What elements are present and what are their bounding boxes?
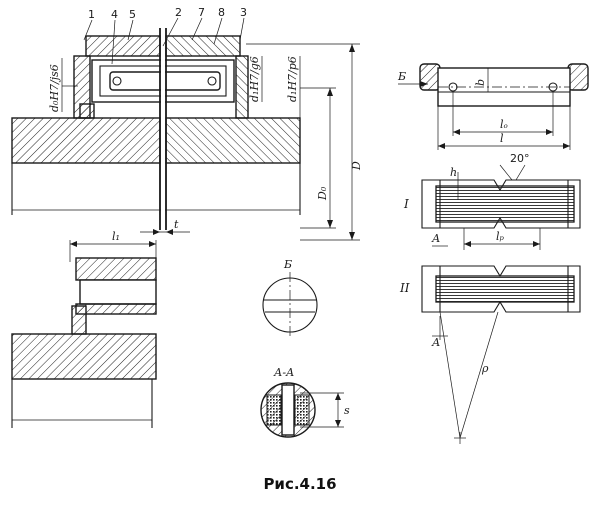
dim-l1: l₁ <box>112 230 120 243</box>
dim-b: b <box>474 79 487 86</box>
variant-1-label: I <box>403 197 409 211</box>
dim-s: s <box>344 404 350 417</box>
section-aa-title: А-А <box>273 366 294 379</box>
dim-D0: D₀ <box>316 186 329 201</box>
variant-2-label: II <box>399 281 410 295</box>
left-bushing <box>79 103 95 119</box>
fit-label-left: d₀H7/js6 <box>48 64 61 112</box>
section-aa <box>260 382 344 438</box>
dim-l0: lₒ <box>500 118 508 131</box>
part-number-8: 8 <box>218 6 225 19</box>
variant-2 <box>421 265 581 444</box>
hub-shoulder <box>71 305 87 335</box>
hub-rim-lower <box>75 303 157 315</box>
pin-hole-right <box>207 76 217 86</box>
left-hub-section <box>11 117 161 164</box>
figure-caption: Рис.4.16 <box>263 475 337 493</box>
part-number-5: 5 <box>129 8 136 21</box>
part-number-1: 2 <box>175 6 182 19</box>
variant-1 <box>421 164 581 250</box>
dim-l: l <box>500 132 504 145</box>
main-section-view <box>11 17 360 241</box>
variant-2-plates <box>435 275 575 303</box>
hub-rim-upper <box>75 257 157 281</box>
left-rim-top <box>85 35 161 57</box>
part-number-3: 3 <box>240 6 247 19</box>
angle-label: 20° <box>510 152 530 165</box>
pin-top-view <box>398 63 589 150</box>
right-flange-wall <box>235 55 249 119</box>
dim-lp: lₚ <box>496 230 505 243</box>
dim-rho: ρ <box>481 362 489 375</box>
right-hub-section <box>165 117 301 164</box>
fit-label-middle: d₁H7/g6 <box>248 56 261 102</box>
right-rim-top <box>165 35 241 57</box>
section-mark-a-bottom: А <box>431 336 440 349</box>
part-number-7: 7 <box>198 6 205 19</box>
pin-hole-left <box>112 76 122 86</box>
view-b <box>262 272 318 338</box>
view-b-arrow-label: Б <box>397 70 406 83</box>
fit-label-right: d₁H7/p6 <box>286 56 299 102</box>
part-number-2: 1 <box>88 8 95 21</box>
part-number-4: 4 <box>111 8 118 21</box>
dim-t: t <box>174 218 179 231</box>
view-b-title: Б <box>283 258 292 271</box>
dim-h: h <box>450 166 457 179</box>
section-aa-pin <box>281 384 295 436</box>
section-mark-a-top: А <box>431 232 440 245</box>
hub-body-section <box>11 333 157 380</box>
hub-partial-view <box>11 240 157 428</box>
coupling-drawing: 1 4 5 2 7 8 3 d₀H7/js6 d₁H7/g6 d₁H7/p6 D… <box>11 6 589 444</box>
hub-rim-gap <box>79 279 157 305</box>
dim-D: D <box>350 161 363 171</box>
variant-1-plates <box>435 185 575 223</box>
